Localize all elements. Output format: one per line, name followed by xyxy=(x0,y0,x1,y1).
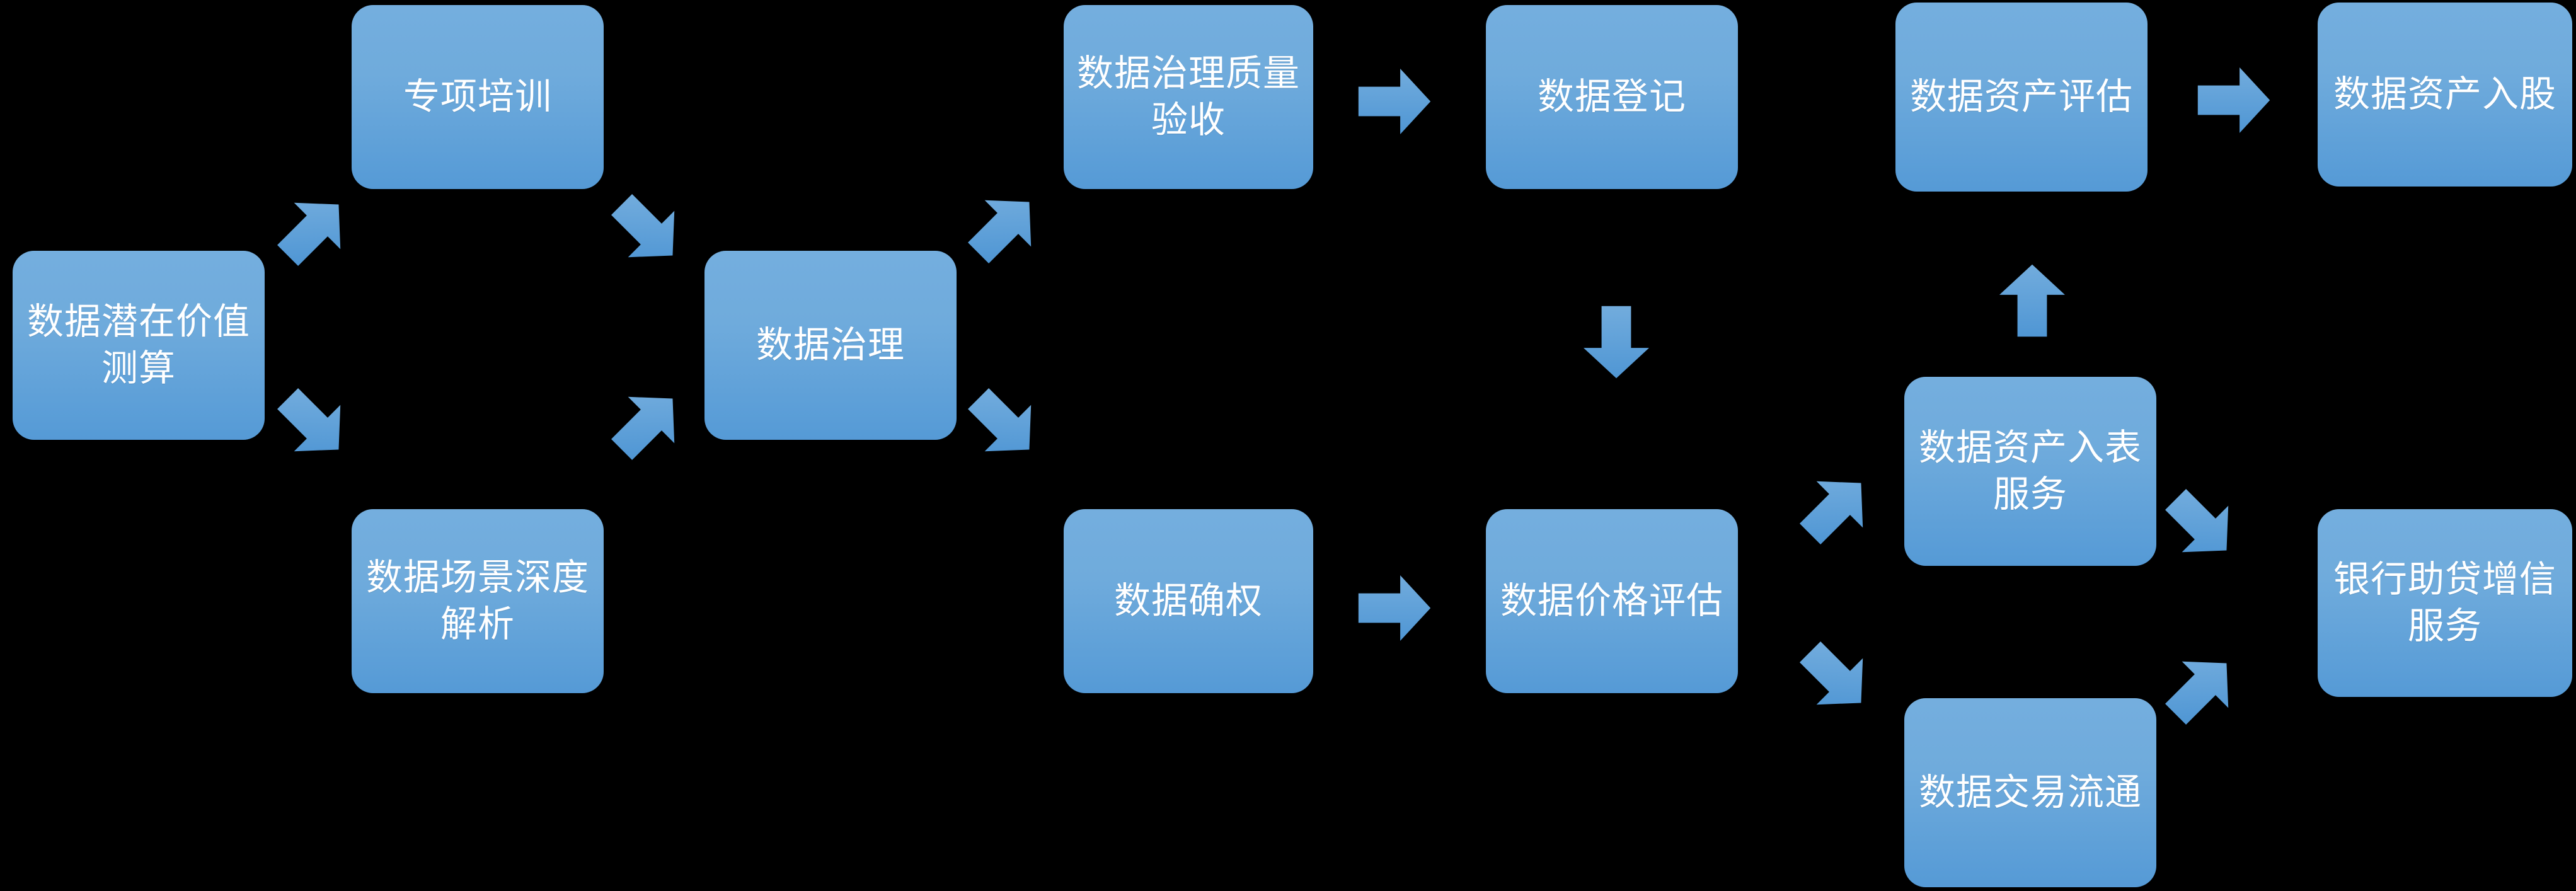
node-special-training[interactable]: 专项培训 xyxy=(352,5,604,189)
node-label-asset-evaluation: 数据资产评估 xyxy=(1909,76,2133,117)
arrow-governance-to-quality xyxy=(963,187,1045,268)
node-label-data-trading: 数据交易流通 xyxy=(1918,771,2142,813)
node-label-quality-acceptance: 数据治理质量验收 xyxy=(1076,52,1300,141)
node-label-data-registration: 数据登记 xyxy=(1537,76,1686,117)
node-data-trading[interactable]: 数据交易流通 xyxy=(1904,698,2156,887)
node-asset-onbooks-service[interactable]: 数据资产入表服务 xyxy=(1904,377,2156,566)
node-label-data-rights: 数据确权 xyxy=(1113,580,1263,621)
arrow-scenario-to-governance xyxy=(606,383,688,465)
node-price-evaluation[interactable]: 数据价格评估 xyxy=(1486,509,1738,693)
node-label-data-governance: 数据治理 xyxy=(756,324,905,365)
node-asset-equity[interactable]: 数据资产入股 xyxy=(2318,3,2572,187)
node-data-governance[interactable]: 数据治理 xyxy=(704,251,957,440)
arrow-trading-to-bank xyxy=(2160,648,2242,730)
node-label-scenario-analysis: 数据场景深度解析 xyxy=(365,556,589,645)
node-asset-evaluation[interactable]: 数据资产评估 xyxy=(1895,3,2148,192)
arrow-quality-to-registration xyxy=(1354,60,1435,142)
node-label-potential-value: 数据潜在价值测算 xyxy=(26,301,250,389)
node-label-asset-equity: 数据资产入股 xyxy=(2333,73,2556,115)
arrow-potential-to-scenario xyxy=(272,383,354,465)
node-data-registration[interactable]: 数据登记 xyxy=(1486,5,1738,189)
node-quality-acceptance[interactable]: 数据治理质量验收 xyxy=(1064,5,1313,189)
arrow-governance-to-rights xyxy=(963,383,1045,465)
arrow-training-to-governance xyxy=(606,189,688,271)
node-label-asset-onbooks-service: 数据资产入表服务 xyxy=(1918,427,2142,515)
node-label-price-evaluation: 数据价格评估 xyxy=(1500,580,1723,621)
arrow-price-to-onbooks xyxy=(1795,468,1877,549)
node-data-rights[interactable]: 数据确权 xyxy=(1064,509,1313,693)
arrow-assetevaluation-to-equity xyxy=(2193,59,2275,141)
node-label-special-training: 专项培训 xyxy=(403,76,552,117)
arrow-onbooks-to-assetevaluation xyxy=(1991,260,2073,342)
arrow-onbooks-to-bank xyxy=(2160,484,2242,566)
node-scenario-analysis[interactable]: 数据场景深度解析 xyxy=(352,509,604,693)
node-label-bank-credit-service: 银行助贷增信服务 xyxy=(2333,558,2556,647)
arrow-price-to-trading xyxy=(1795,636,1877,718)
node-bank-credit-service[interactable]: 银行助贷增信服务 xyxy=(2318,509,2572,697)
arrow-rights-to-price xyxy=(1354,567,1435,649)
node-potential-value[interactable]: 数据潜在价值测算 xyxy=(13,251,265,440)
arrow-registration-to-price xyxy=(1575,301,1657,383)
arrow-potential-to-training xyxy=(272,189,354,271)
